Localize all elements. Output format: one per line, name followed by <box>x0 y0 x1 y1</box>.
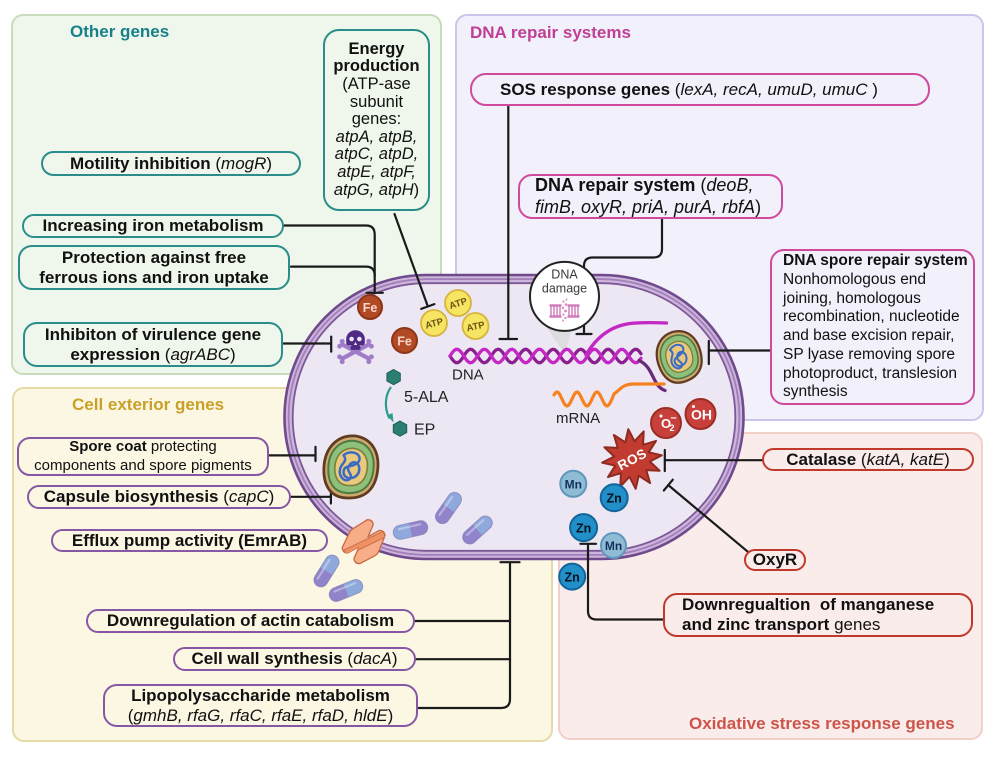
svg-text:ATP: ATP <box>466 320 487 335</box>
svg-text:Fe: Fe <box>363 301 378 315</box>
svg-text:Fe: Fe <box>397 335 412 349</box>
svg-text:Zn: Zn <box>607 492 622 506</box>
svg-text:O: O <box>661 416 671 431</box>
svg-text:DNA: DNA <box>452 367 484 384</box>
svg-text:Zn: Zn <box>576 521 591 535</box>
svg-text:Zn: Zn <box>565 570 580 584</box>
svg-text:Mn: Mn <box>565 477 582 491</box>
svg-text:DNA: DNA <box>551 268 578 282</box>
svg-text:mRNA: mRNA <box>556 410 600 427</box>
svg-text:OH: OH <box>691 407 712 423</box>
svg-text:damage: damage <box>542 282 587 296</box>
svg-text:ATP: ATP <box>424 316 445 332</box>
svg-text:2: 2 <box>669 423 674 433</box>
svg-text:EP: EP <box>414 422 435 439</box>
svg-text:Mn: Mn <box>605 539 622 553</box>
svg-text:–: – <box>670 412 676 424</box>
svg-text:5-ALA: 5-ALA <box>404 389 449 406</box>
